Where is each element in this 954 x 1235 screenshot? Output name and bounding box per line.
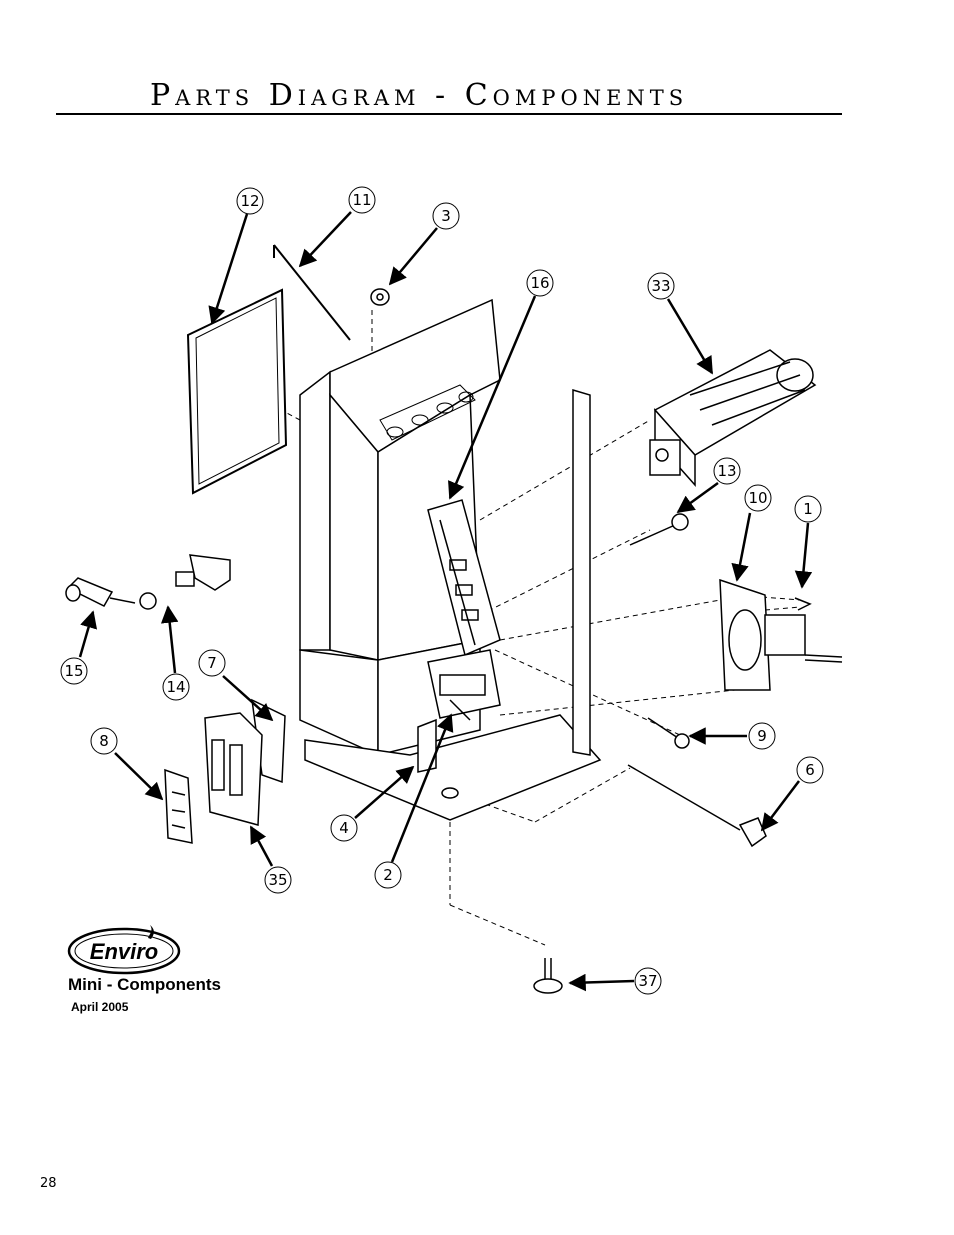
callout-2-circle — [374, 861, 402, 889]
callout-35-label: 35 — [268, 871, 287, 889]
callout-35-circle — [264, 866, 292, 894]
rod-part — [273, 244, 351, 341]
callout-33-circle — [647, 272, 675, 300]
callout-6-label: 6 — [805, 761, 815, 779]
base-plate — [304, 714, 602, 821]
clip-part — [794, 597, 812, 611]
callout-10-label: 10 — [748, 489, 767, 507]
callout-15-circle — [60, 657, 88, 685]
leader-arrows — [78, 211, 813, 992]
callout-13-label: 13 — [717, 462, 736, 480]
callout-3-label: 3 — [441, 207, 451, 225]
callout-1-circle — [794, 495, 822, 523]
motor-assembly-part — [427, 649, 501, 721]
callout-9-circle — [748, 722, 776, 750]
callout-7-label: 7 — [207, 654, 217, 672]
probe-part — [629, 513, 689, 546]
callout-37-circle — [634, 967, 662, 995]
wiring-plate-part — [164, 768, 193, 844]
igniter-part — [65, 577, 136, 607]
callout-37-label: 37 — [638, 972, 657, 990]
callout-11-circle — [348, 186, 376, 214]
page-number: 28 — [40, 1176, 57, 1191]
callout-4-label: 4 — [339, 819, 349, 837]
callout-33-label: 33 — [651, 277, 670, 295]
figure-caption: Mini - Components — [68, 975, 221, 994]
callout-14-circle — [162, 673, 190, 701]
combustion-fan-part — [719, 578, 843, 691]
callout-16-label: 16 — [530, 274, 549, 292]
glass-panel-part — [186, 288, 288, 495]
callout-12-circle — [236, 187, 264, 215]
callout-12-label: 12 — [240, 192, 259, 210]
page-title: Parts Diagram - Components — [150, 78, 689, 113]
callout-8-circle — [90, 727, 118, 755]
callout-6-circle — [796, 756, 824, 784]
enviro-logo: Enviro — [67, 925, 181, 975]
callout-11-label: 11 — [352, 191, 371, 209]
callout-labels: 12 11 3 16 33 13 10 1 15 14 7 8 9 6 4 2 … — [64, 191, 814, 990]
small-bracket-part — [417, 718, 437, 773]
callout-1-label: 1 — [803, 500, 813, 518]
sensor-bracket-part — [427, 499, 501, 657]
fittings-part — [139, 554, 231, 610]
callout-2-label: 2 — [383, 866, 393, 884]
callout-4-circle — [330, 814, 358, 842]
callout-14-label: 14 — [166, 678, 185, 696]
callout-8-label: 8 — [99, 732, 109, 750]
callout-circles — [60, 186, 824, 995]
leveling-foot-part — [533, 958, 563, 994]
title-rule — [56, 113, 842, 115]
knob-part — [370, 288, 390, 306]
callout-10-circle — [744, 484, 772, 512]
callout-15-label: 15 — [64, 662, 83, 680]
callout-3-circle — [432, 202, 460, 230]
bolt-part — [647, 717, 690, 749]
logo-text: Enviro — [90, 939, 158, 964]
figure-date: April 2005 — [71, 1000, 129, 1014]
callout-13-circle — [713, 457, 741, 485]
callout-16-circle — [526, 269, 554, 297]
power-cord-part — [627, 764, 767, 848]
side-rail — [572, 388, 591, 756]
blower-fan-part — [649, 349, 817, 487]
callout-7-circle — [198, 649, 226, 677]
control-box-part — [204, 712, 263, 826]
callout-9-label: 9 — [757, 727, 767, 745]
